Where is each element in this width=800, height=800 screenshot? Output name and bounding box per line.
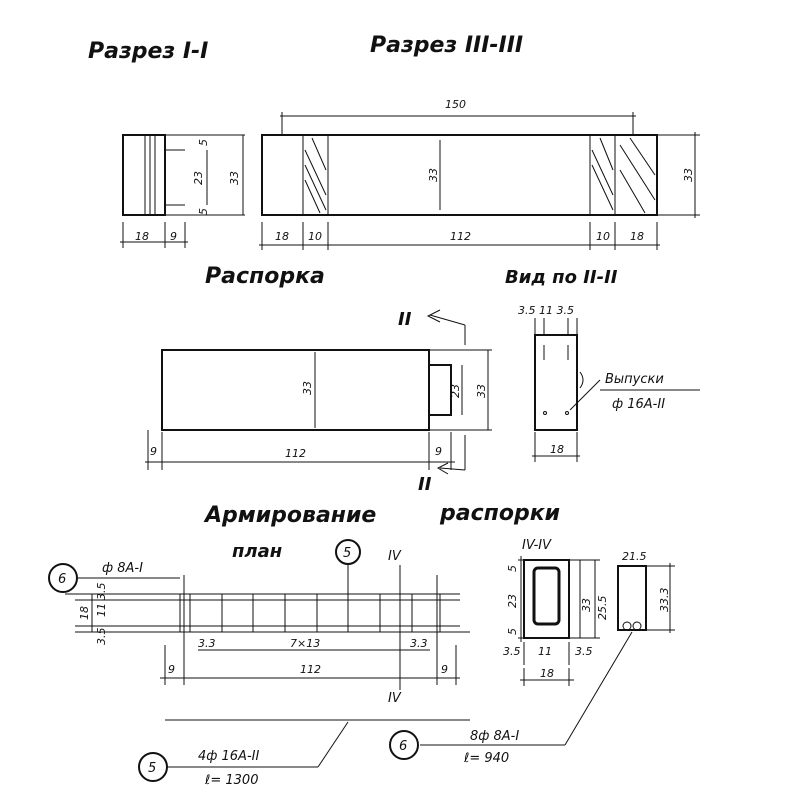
callout-5-mark: 5 <box>148 761 156 776</box>
callout-6-line1: 8ф 8А-I <box>470 729 519 744</box>
title-reinforcement: Армирование <box>203 503 376 528</box>
callout-5-line1: 4ф 16А-II <box>198 749 259 764</box>
s3-dim-33: 33 <box>427 168 440 182</box>
plan-dim-112: 112 <box>300 663 321 676</box>
s4-dim-23: 23 <box>506 594 519 608</box>
strut-dim-33-right: 33 <box>475 384 488 398</box>
section-3-drawing <box>259 112 700 250</box>
s4-dim-5-bottom: 5 <box>506 628 519 635</box>
s1-dim-5-bottom: 5 <box>197 208 210 215</box>
view2-note-rebar: ф 16А-II <box>612 397 665 412</box>
title-section-1: Разрез I-I <box>88 39 208 64</box>
title-plan: план <box>232 541 282 562</box>
reinforcement-plan-drawing <box>48 539 470 721</box>
s3-dim-33-right: 33 <box>682 168 695 182</box>
plan-dim-9-right: 9 <box>441 663 448 676</box>
s4-dim-3-5-left: 3.5 <box>503 645 521 658</box>
stirrup-dim-21-5: 21.5 <box>622 550 647 563</box>
section-1-drawing <box>120 134 245 248</box>
plan-cut-top: IV <box>388 549 402 564</box>
s4-dim-3-5-right: 3.5 <box>575 645 593 658</box>
s4-dim-33: 33 <box>580 598 593 612</box>
plan-dim-11: 11 <box>95 603 108 617</box>
title-reinforcement-2: распорки <box>439 501 560 526</box>
s1-dim-33: 33 <box>228 171 241 185</box>
strut-section-mark-top: II <box>398 309 412 330</box>
strut-dim-9-right: 9 <box>435 445 442 458</box>
plan-dim-3-3-left: 3.3 <box>198 637 216 650</box>
section-4-drawing <box>518 556 600 686</box>
callout-6-drawing <box>389 730 419 760</box>
strut-drawing <box>145 309 492 475</box>
view2-dim-18: 18 <box>550 443 564 456</box>
callout-5-line2: ℓ= 1300 <box>204 773 258 788</box>
strut-dim-112: 112 <box>285 447 306 460</box>
stirrup-dim-33-3: 33.3 <box>658 588 671 613</box>
s4-dim-18: 18 <box>540 667 554 680</box>
plan-mark-6: 6 <box>58 572 66 587</box>
s3-dim-150: 150 <box>445 98 466 111</box>
strut-dim-23: 23 <box>449 384 462 398</box>
s1-dim-9: 9 <box>170 230 177 243</box>
title-strut: Распорка <box>205 264 325 289</box>
s3-dim-18-right: 18 <box>630 230 644 243</box>
s4-dim-11: 11 <box>538 645 552 658</box>
plan-mark-5: 5 <box>343 546 351 561</box>
section-4-title: IV-IV <box>522 538 552 553</box>
plan-cut-bottom: IV <box>388 691 402 706</box>
callout-6-mark: 6 <box>399 739 407 754</box>
stirrup-drawing <box>420 563 675 746</box>
s1-dim-5-top: 5 <box>197 139 210 146</box>
view2-note-outlets: Выпуски <box>605 372 664 387</box>
strut-dim-9-left: 9 <box>150 445 157 458</box>
plan-rebar-label: ф 8А-I <box>102 561 143 576</box>
strut-dim-33: 33 <box>301 381 314 395</box>
plan-dim-3-3-right: 3.3 <box>410 637 428 650</box>
s3-dim-10-right: 10 <box>596 230 610 243</box>
plan-dim-18: 18 <box>78 606 91 620</box>
plan-dim-9-left: 9 <box>168 663 175 676</box>
plan-dim-3-5-bottom: 3.5 <box>95 628 108 646</box>
callout-6-line2: ℓ= 940 <box>463 751 509 766</box>
s3-dim-10-left: 10 <box>308 230 322 243</box>
s4-dim-5-top: 5 <box>506 565 519 572</box>
plan-dim-3-5-top: 3.5 <box>95 583 108 601</box>
strut-section-mark-bottom: II <box>418 474 432 495</box>
view-2-drawing <box>532 318 700 462</box>
view2-top-dims: 3.5 11 3.5 <box>518 304 574 317</box>
callout-5-drawing <box>138 721 349 782</box>
plan-dim-spacing: 7×13 <box>290 637 320 650</box>
s4-dim-25-5: 25.5 <box>596 596 609 621</box>
s3-dim-18-left: 18 <box>275 230 289 243</box>
s1-dim-23: 23 <box>192 171 205 185</box>
title-view-2: Вид по II-II <box>505 267 618 288</box>
s3-dim-112: 112 <box>450 230 471 243</box>
s1-dim-18: 18 <box>135 230 149 243</box>
title-section-3: Разрез III-III <box>370 33 523 58</box>
